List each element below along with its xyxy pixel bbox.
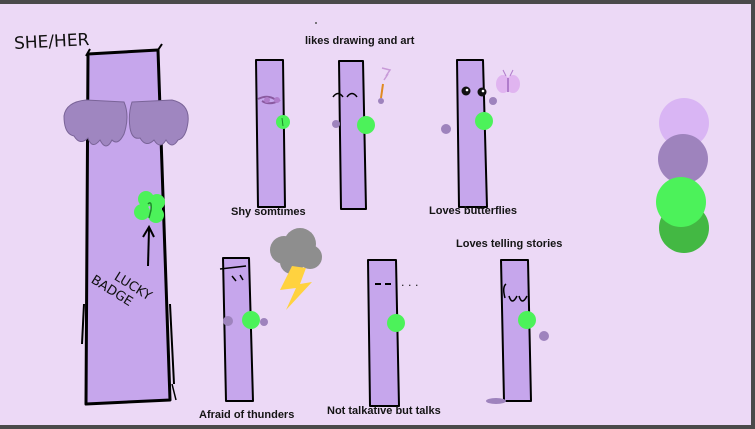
sparkle-icon [381, 67, 392, 81]
hair-bun-left [63, 99, 128, 147]
trait-afraid-thunders: Afraid of thunders [199, 409, 295, 421]
palette-swatch-light-purple [659, 98, 709, 148]
character-butterfly-lover [441, 59, 520, 208]
character-drawing [255, 59, 290, 208]
trait-loves-stories: Loves telling stories [456, 238, 563, 250]
arrow-up-icon [142, 224, 155, 267]
butterfly-icon [496, 69, 520, 93]
speech-dots: . . . [401, 276, 419, 289]
palette-swatch-bright-green [656, 177, 706, 227]
character-afraid [219, 228, 322, 402]
main-character [63, 43, 189, 406]
palette-swatch-muted-purple [658, 134, 708, 184]
hair-bun-right [128, 99, 189, 146]
trait-not-talkative: Not talkative but talks [327, 405, 441, 417]
lightning-icon [280, 266, 312, 310]
character-storyteller [486, 259, 549, 404]
trait-shy: Shy somtimes [231, 206, 306, 218]
drawing-canvas: SHE/HER LUCKY BADGE . . . likes drawing … [0, 4, 751, 425]
character-quiet [367, 259, 405, 407]
lucky-badge-icon [134, 191, 165, 223]
character-artist [315, 22, 392, 210]
trait-loves-butterflies: Loves butterflies [429, 205, 518, 217]
character-sheet-drawing [63, 22, 709, 407]
trait-likes-drawing: likes drawing and art [305, 35, 415, 47]
color-palette [656, 98, 709, 253]
pronouns-label: SHE/HER [13, 30, 90, 54]
